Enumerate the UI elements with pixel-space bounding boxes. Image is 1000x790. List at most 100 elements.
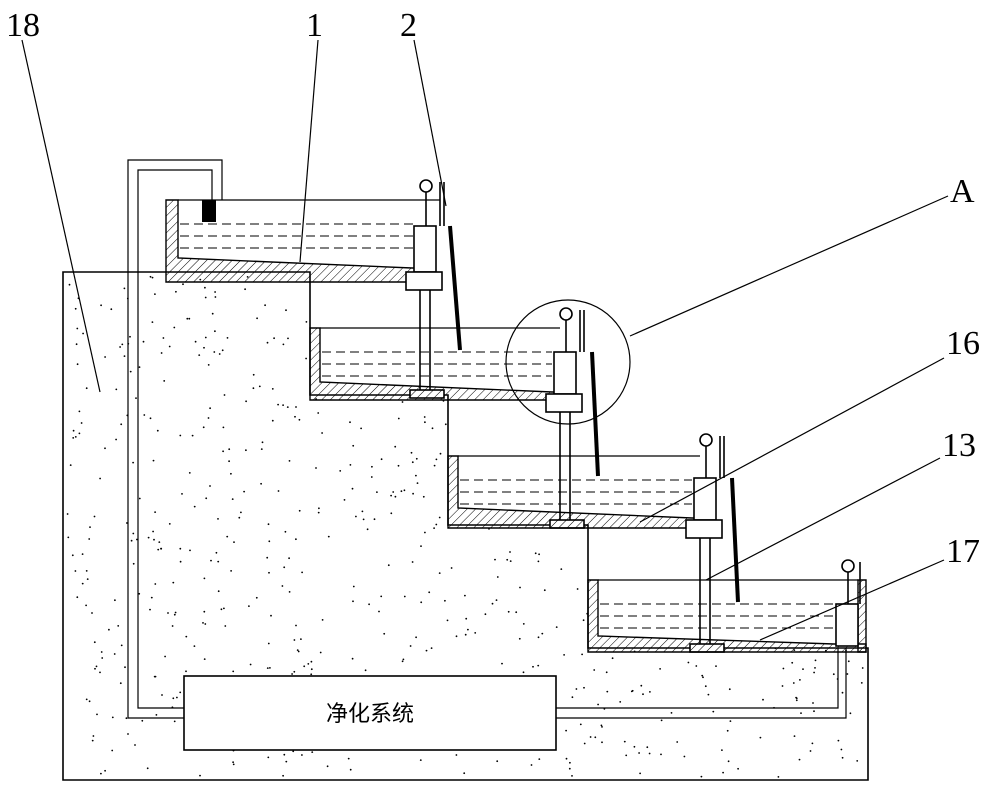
texture-dot [88, 700, 91, 703]
texture-dot [153, 538, 155, 541]
texture-dot [267, 756, 270, 759]
texture-dot [81, 582, 84, 585]
texture-dot [74, 307, 77, 310]
texture-dot [198, 354, 201, 356]
texture-dot [123, 287, 126, 290]
texture-dot [209, 485, 211, 487]
texture-dot [625, 754, 628, 757]
texture-dot [238, 516, 241, 519]
texture-dot [798, 758, 801, 761]
texture-dot [176, 696, 178, 699]
texture-dot [120, 423, 123, 426]
texture-dot [501, 662, 503, 665]
texture-dot [589, 736, 592, 738]
texture-dot [285, 760, 288, 763]
texture-dot [189, 549, 191, 552]
texture-dot [383, 632, 386, 635]
texture-dot [571, 696, 574, 699]
texture-dot [261, 441, 264, 444]
texture-dot [72, 437, 75, 439]
texture-dot [68, 283, 71, 286]
texture-dot [349, 464, 352, 466]
texture-dot [450, 567, 453, 569]
texture-dot [204, 296, 207, 299]
texture-dot [370, 476, 373, 478]
texture-dot [119, 346, 121, 348]
texture-dot [188, 317, 191, 320]
texture-dot [424, 531, 426, 534]
texture-dot [415, 636, 417, 639]
texture-dot [802, 668, 804, 670]
texture-dot [167, 612, 169, 614]
texture-dot [707, 693, 710, 696]
texture-dot [173, 613, 176, 616]
texture-dot [223, 394, 226, 396]
texture-dot [110, 308, 113, 311]
texture-dot [537, 560, 540, 563]
texture-dot [811, 742, 814, 745]
texture-dot [268, 540, 271, 543]
label-16: 16 [946, 325, 980, 362]
texture-dot [861, 667, 864, 669]
texture-dot [569, 761, 571, 764]
texture-dot [158, 541, 161, 543]
texture-dot [291, 673, 293, 675]
texture-dot [100, 772, 102, 775]
texture-dot [506, 558, 509, 561]
texture-dot [117, 625, 120, 627]
texture-dot [670, 712, 673, 714]
texture-dot [565, 729, 567, 732]
texture-dot [295, 406, 297, 408]
texture-dot [315, 467, 317, 469]
texture-dot [85, 387, 88, 390]
texture-dot [795, 696, 797, 699]
texture-dot [111, 749, 114, 752]
texture-dot [474, 632, 477, 634]
texture-dot [687, 661, 690, 664]
texture-dot [203, 658, 206, 660]
texture-dot [282, 343, 285, 346]
texture-dot [390, 494, 392, 497]
texture-dot [411, 461, 414, 464]
texture-dot [172, 697, 175, 700]
texture-dot [782, 667, 785, 670]
texture-dot [435, 523, 438, 526]
texture-dot [127, 733, 129, 735]
texture-dot [233, 541, 235, 543]
texture-dot [104, 447, 106, 450]
texture-dot [809, 750, 812, 752]
texture-dot [146, 767, 149, 770]
texture-dot [231, 498, 234, 500]
texture-dot [160, 547, 163, 550]
texture-dot [518, 637, 521, 640]
texture-dot [813, 710, 815, 713]
texture-dot [537, 636, 540, 639]
texture-dot [431, 427, 434, 430]
texture-dot [326, 765, 329, 768]
texture-dot [186, 317, 189, 320]
texture-dot [403, 489, 406, 492]
texture-dot [430, 647, 433, 649]
texture-dot [347, 757, 350, 760]
texture-dot [220, 608, 223, 611]
texture-dot [759, 736, 762, 739]
texture-dot [222, 426, 225, 429]
texture-dot [305, 321, 308, 323]
texture-dot [728, 688, 731, 691]
texture-dot [623, 740, 626, 743]
texture-dot [317, 511, 320, 514]
texture-dot [298, 418, 301, 421]
texture-dot [132, 461, 135, 464]
texture-dot [288, 557, 290, 560]
texture-dot [296, 649, 299, 651]
texture-dot [85, 604, 87, 607]
texture-dot [270, 614, 272, 617]
label-13: 13 [942, 427, 976, 464]
texture-dot [292, 750, 295, 753]
texture-dot [141, 719, 144, 722]
texture-dot [78, 410, 81, 413]
texture-dot [415, 457, 418, 460]
texture-dot [509, 551, 511, 553]
texture-dot [179, 560, 182, 563]
label-17: 17 [946, 533, 980, 570]
